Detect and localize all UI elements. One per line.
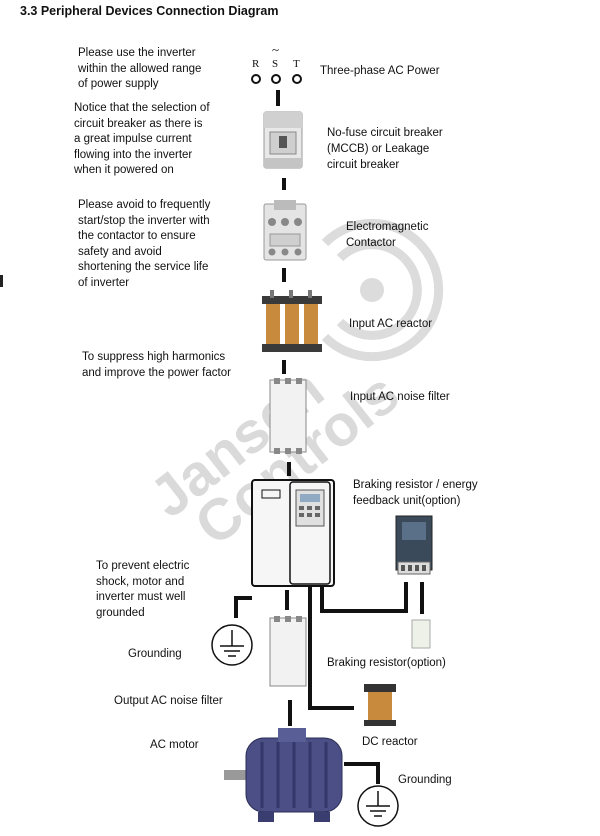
label-output-filter: Output AC noise filter — [114, 695, 223, 707]
grounding-right-icon — [344, 762, 399, 827]
label-input-filter: Input AC noise filter — [350, 391, 450, 403]
label-grounding-right: Grounding — [398, 774, 452, 786]
grounding-left-icon — [211, 596, 253, 666]
label-braking-unit: Braking resistor / energy feedback unit(… — [353, 479, 478, 507]
power-terminals — [251, 74, 302, 84]
page-title: 3.3 Peripheral Devices Connection Diagra… — [20, 4, 279, 18]
main-connection-line — [276, 90, 291, 476]
input-reactor-icon — [262, 290, 322, 352]
note-breaker: Notice that the selection of circuit bre… — [74, 102, 210, 176]
braking-unit-icon — [395, 515, 433, 575]
label-input-reactor: Input AC reactor — [349, 318, 433, 330]
phase-label-s: S — [272, 58, 279, 70]
phase-label-r: R — [252, 58, 260, 70]
label-ac-motor: AC motor — [150, 739, 199, 751]
note-grounding: To prevent electric shock, motor and inv… — [96, 560, 190, 619]
note-power-range: Please use the inverter within the allow… — [78, 47, 202, 90]
label-contactor: Electromagnetic Contactor — [346, 221, 429, 249]
label-braking-resistor: Braking resistor(option) — [327, 657, 446, 669]
contactor-icon — [263, 200, 307, 261]
dc-reactor-icon — [364, 684, 396, 726]
input-filter-icon — [269, 378, 307, 454]
phase-label-t: T — [293, 58, 300, 70]
label-breaker: No-fuse circuit breaker (MCCB) or Leakag… — [327, 127, 443, 171]
braking-resistor-icon — [411, 619, 431, 649]
wifi-watermark-icon — [321, 218, 444, 362]
label-dc-reactor: DC reactor — [362, 736, 418, 748]
output-filter-icon — [269, 616, 307, 687]
note-harmonics: To suppress high harmonics and improve t… — [82, 351, 231, 379]
circuit-breaker-icon — [263, 111, 303, 169]
ac-motor-icon — [224, 728, 343, 822]
label-grounding-left: Grounding — [128, 648, 182, 660]
inverter-icon — [251, 479, 335, 587]
note-contactor: Please avoid to frequently start/stop th… — [78, 199, 211, 289]
ac-tilde-symbol: ~ — [272, 42, 280, 57]
power-label: Three-phase AC Power — [320, 65, 440, 77]
